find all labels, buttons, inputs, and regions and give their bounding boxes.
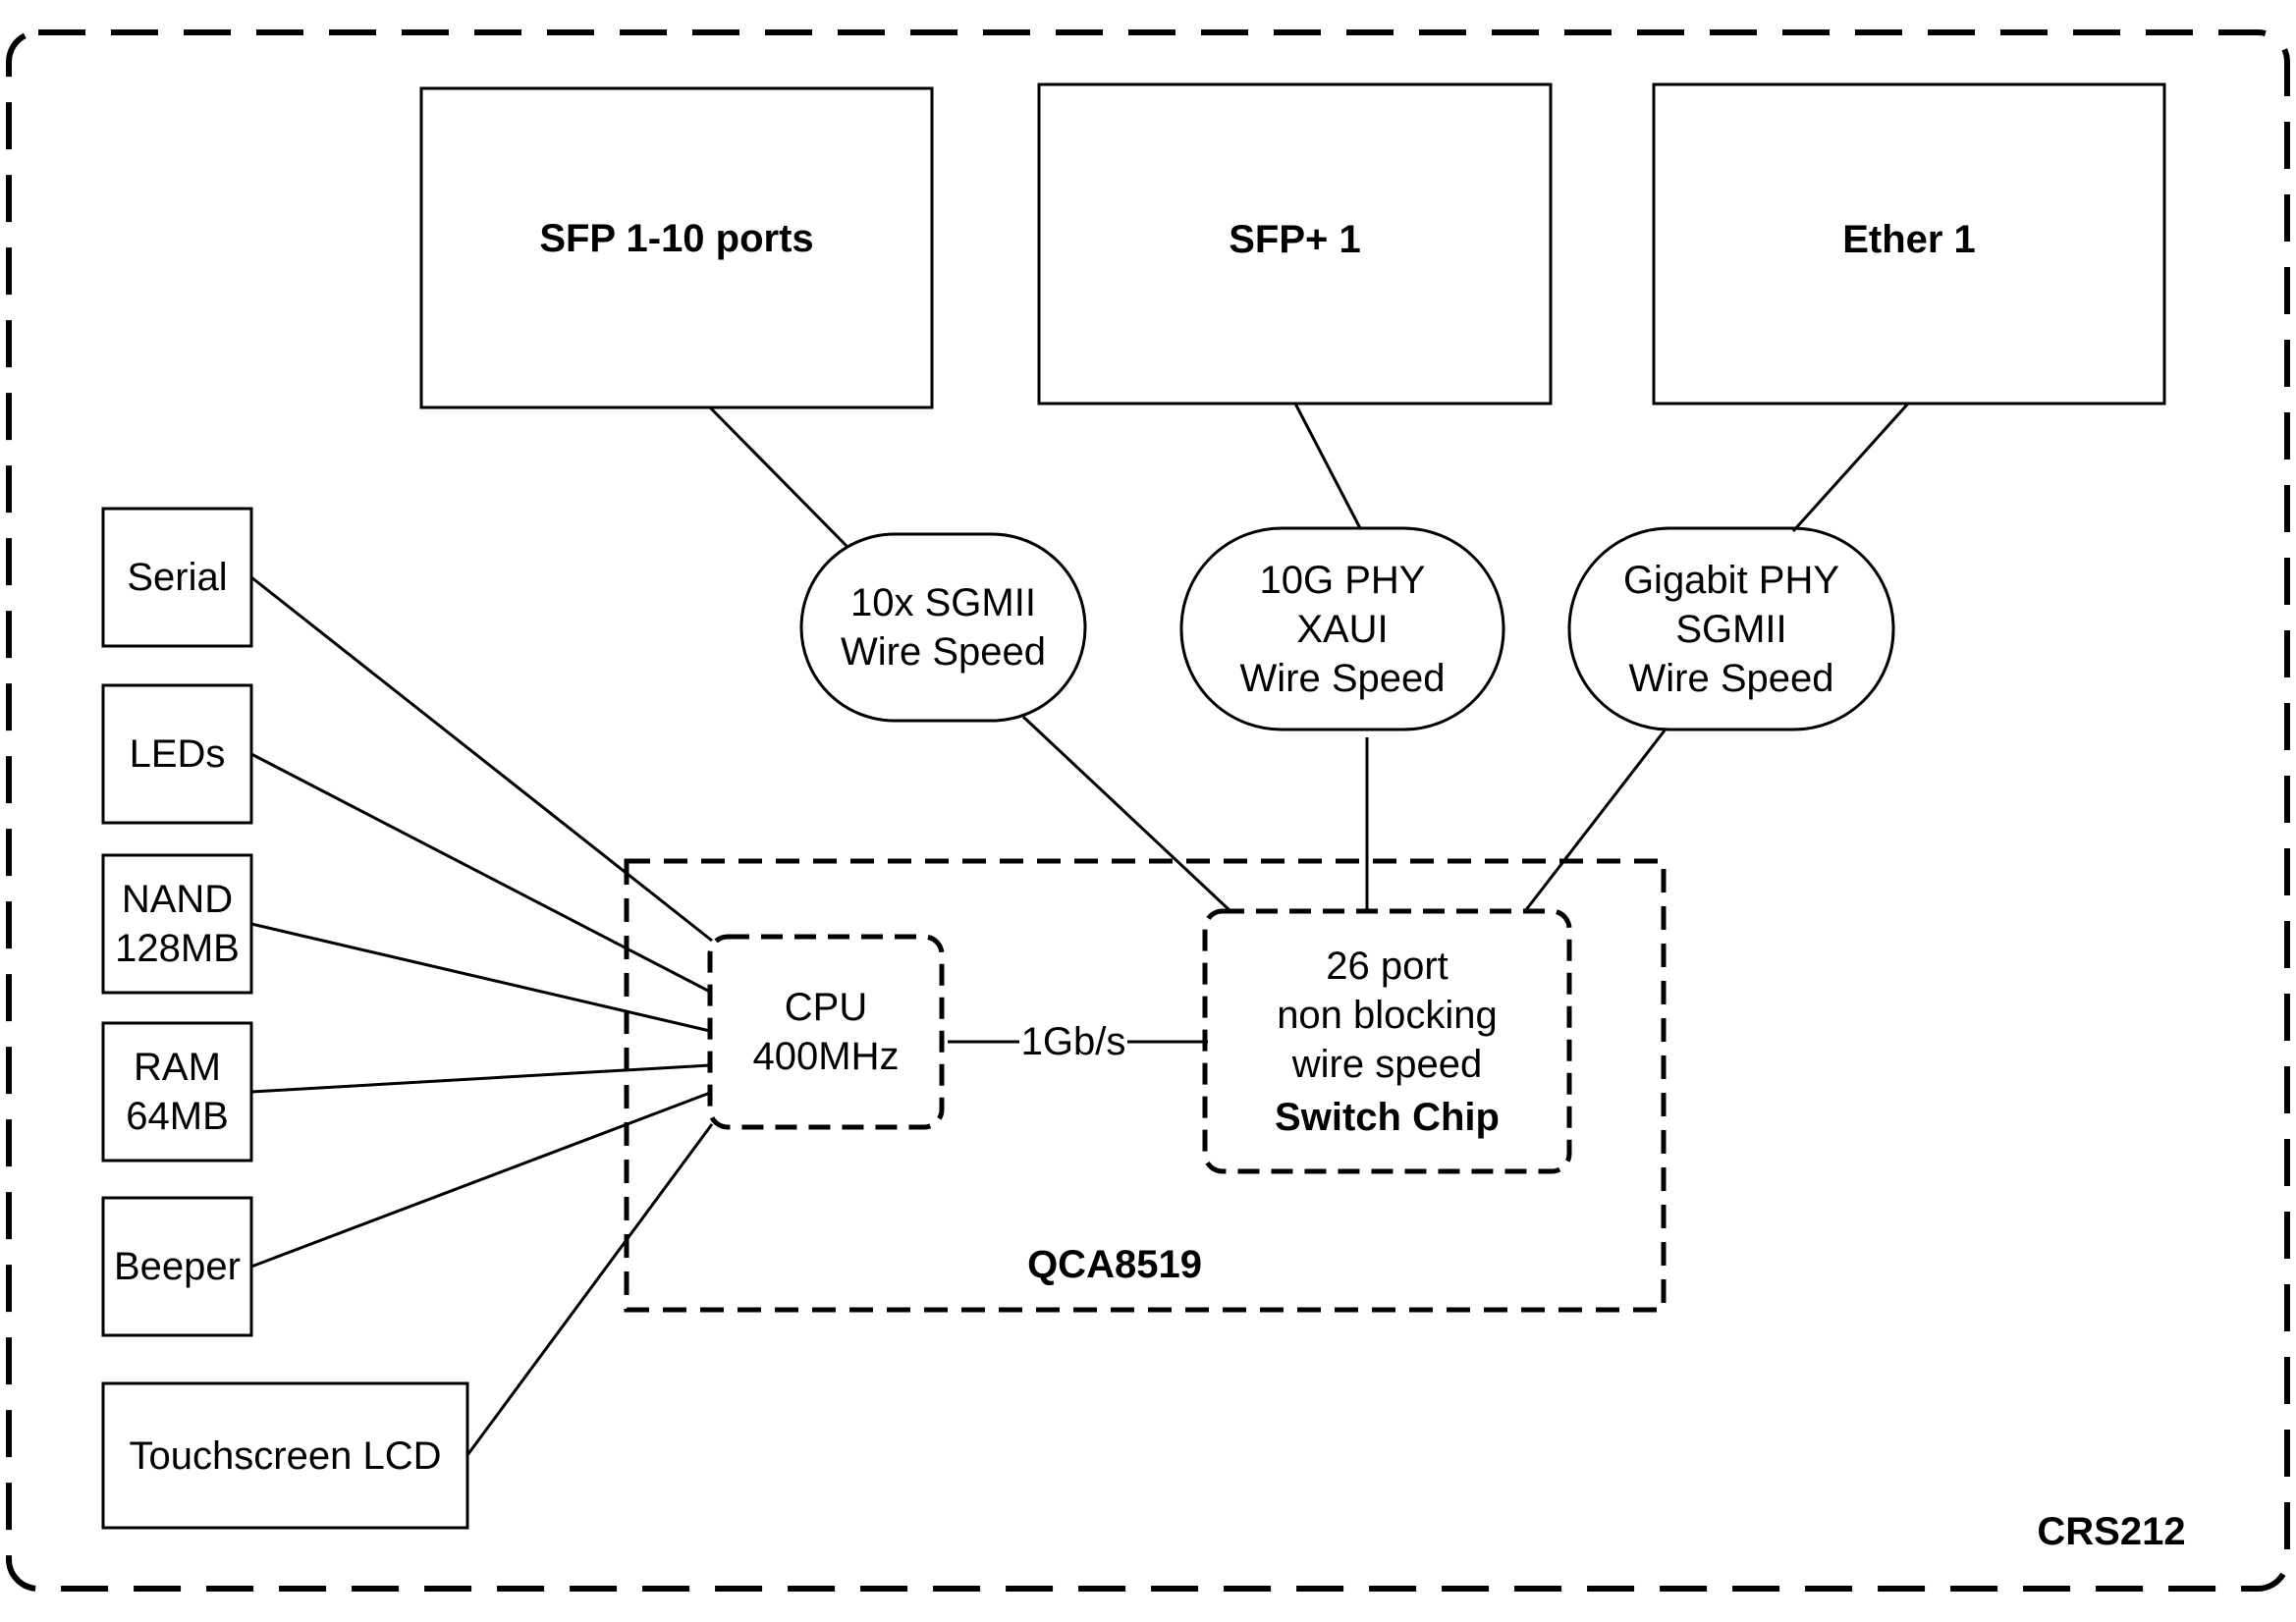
connector-nand-cpu bbox=[250, 922, 711, 1033]
connector-gigabit-switch bbox=[1523, 730, 1667, 912]
xaui-line3: Wire Speed bbox=[1239, 656, 1446, 700]
device-name-label: CRS212 bbox=[2037, 1510, 2186, 1553]
leds-box bbox=[101, 683, 253, 825]
xaui-line2: XAUI bbox=[1296, 607, 1389, 651]
sfp-plus-box bbox=[1037, 82, 1553, 406]
ram-label: RAM 64MB bbox=[103, 1023, 251, 1161]
cpu-line1: CPU bbox=[784, 986, 868, 1029]
nand-label: NAND 128MB bbox=[103, 855, 251, 993]
sgmii-node bbox=[799, 532, 1087, 723]
nand-box bbox=[101, 853, 253, 995]
ether-box bbox=[1652, 82, 2166, 406]
xaui-label: 10G PHY XAUI Wire Speed bbox=[1181, 528, 1503, 730]
xaui-line1: 10G PHY bbox=[1259, 558, 1426, 602]
connector-ether-gigabit bbox=[1791, 402, 1910, 533]
connector-sfp-sgmii bbox=[708, 406, 848, 548]
ram-line2: 64MB bbox=[126, 1095, 229, 1138]
sfp-plus-label: SFP+ 1 bbox=[1229, 217, 1361, 261]
ram-box bbox=[101, 1021, 253, 1162]
switch-line2: non blocking bbox=[1277, 993, 1498, 1037]
lcd-label: Touchscreen LCD bbox=[129, 1433, 442, 1478]
gigabit-label: Gigabit PHY SGMII Wire Speed bbox=[1569, 528, 1893, 730]
connector-sfpplus-xaui bbox=[1293, 403, 1362, 529]
connector-serial-cpu bbox=[250, 575, 713, 943]
sfp-ports-label: SFP 1-10 ports bbox=[539, 216, 814, 260]
nand-line2: 128MB bbox=[115, 927, 240, 970]
nand-line1: NAND bbox=[121, 878, 234, 921]
gigabit-line2: SGMII bbox=[1675, 607, 1787, 651]
soc-name-label: QCA8519 bbox=[1027, 1243, 1202, 1286]
switch-line4: Switch Chip bbox=[1275, 1095, 1500, 1139]
serial-label: Serial bbox=[127, 556, 228, 599]
connector-lcd-cpu bbox=[465, 1123, 714, 1456]
beeper-box bbox=[101, 1196, 253, 1337]
cpu-label: CPU 400MHz bbox=[710, 937, 942, 1127]
switch-line1: 26 port bbox=[1326, 944, 1449, 988]
gigabit-line1: Gigabit PHY bbox=[1622, 558, 1840, 602]
sfp-ports-box bbox=[419, 86, 934, 409]
leds-label: LEDs bbox=[129, 732, 226, 776]
device-boundary bbox=[6, 29, 2290, 1592]
connector-sgmii-switch bbox=[1021, 715, 1232, 913]
ram-line1: RAM bbox=[134, 1046, 221, 1089]
link-speed-label: 1Gb/s bbox=[1020, 1020, 1126, 1063]
sgmii-label: 10x SGMII Wire Speed bbox=[801, 534, 1085, 721]
sgmii-line2: Wire Speed bbox=[841, 630, 1046, 674]
gigabit-line3: Wire Speed bbox=[1628, 656, 1834, 700]
soc-boundary bbox=[624, 858, 1667, 1313]
lcd-box bbox=[101, 1381, 469, 1530]
cpu-box bbox=[707, 934, 945, 1130]
xaui-node bbox=[1179, 526, 1505, 731]
cpu-line2: 400MHz bbox=[752, 1035, 900, 1078]
connector-ram-cpu bbox=[250, 1063, 711, 1094]
gigabit-node bbox=[1567, 526, 1895, 731]
ether-label: Ether 1 bbox=[1842, 217, 1976, 261]
connector-leds-cpu bbox=[250, 752, 711, 994]
beeper-label: Beeper bbox=[114, 1245, 241, 1288]
switch-line3: wire speed bbox=[1291, 1042, 1483, 1086]
connector-beeper-cpu bbox=[250, 1091, 711, 1269]
sgmii-line1: 10x SGMII bbox=[850, 581, 1036, 624]
serial-box bbox=[101, 507, 253, 648]
